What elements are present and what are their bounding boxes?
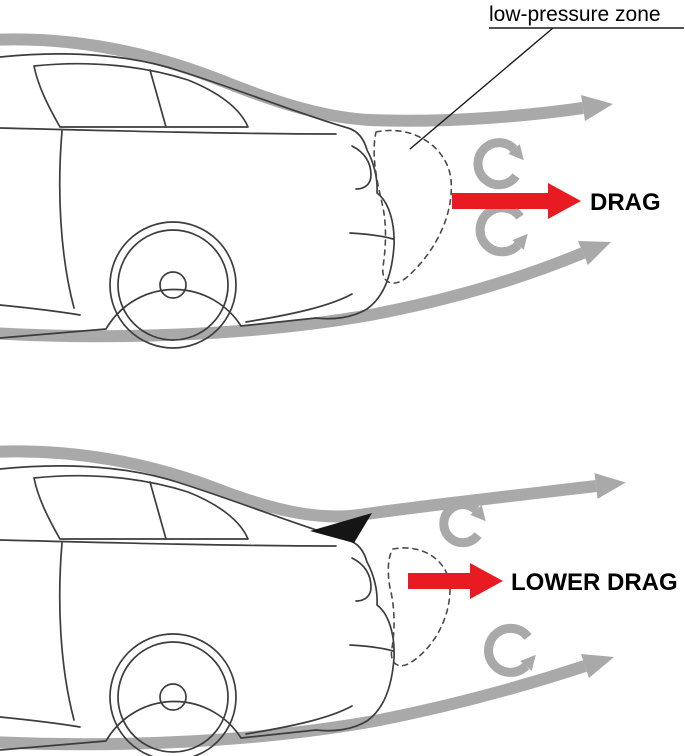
drag-arrow [452, 183, 581, 219]
bottom-vortex-lower-arrowhead-icon [520, 654, 536, 671]
top-airflow-arrowhead-lower-icon [578, 241, 611, 265]
top-airflow-arrowhead-upper-icon [581, 95, 613, 121]
bottom-airflow-arrowhead-upper-icon [594, 473, 626, 499]
drag-label: DRAG [590, 189, 661, 216]
car-without-spoiler [0, 53, 395, 349]
top-vortex-lower [475, 203, 524, 257]
bottom-vortex-upper-arrowhead-icon [470, 505, 486, 522]
low-pressure-zone-outline [373, 129, 453, 284]
bottom-airflow-stream-lower [0, 660, 587, 751]
top-vortex-upper [473, 138, 520, 190]
bottom-panel: LOWER DRAG [0, 445, 678, 756]
car-with-spoiler [0, 465, 395, 756]
label-leader-line [409, 27, 554, 150]
bottom-airflow-arrowhead-lower-icon [581, 654, 614, 678]
top-airflow-stream-upper [0, 33, 584, 127]
spoiler-shape [310, 513, 372, 543]
top-panel: low-pressure zone DRAG [0, 3, 684, 349]
top-vortex-upper-arrowhead-icon [508, 144, 524, 161]
bottom-airflow-stream-upper [0, 445, 597, 523]
reduced-low-pressure-zone-outline [387, 547, 451, 667]
lower-drag-arrow [408, 563, 503, 599]
low-pressure-zone-label: low-pressure zone [489, 3, 661, 26]
bottom-vortex-lower [484, 623, 532, 677]
top-airflow-stream-lower [0, 247, 586, 343]
lower-drag-label: LOWER DRAG [511, 569, 678, 596]
top-vortex-lower-arrowhead-icon [512, 233, 528, 250]
bottom-vortex-upper [439, 500, 482, 548]
